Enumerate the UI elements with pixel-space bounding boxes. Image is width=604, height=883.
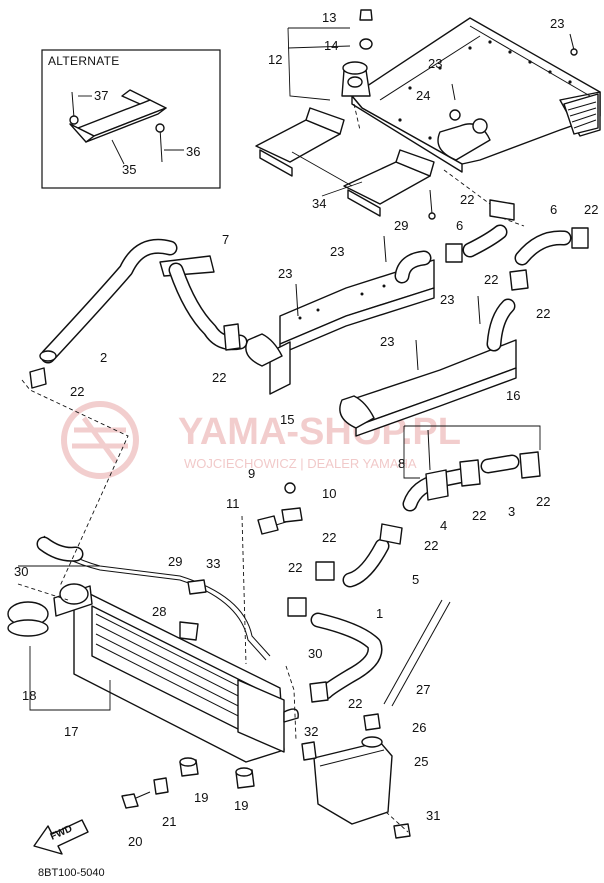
callout-22-e: 22 (70, 384, 84, 399)
callout-7: 7 (222, 232, 229, 247)
fwd-arrow-icon: FWD (33, 819, 89, 855)
callout-26: 26 (412, 720, 426, 735)
callout-19-a: 19 (194, 790, 208, 805)
callout-14: 14 (324, 38, 338, 53)
hoses-6 (445, 199, 589, 291)
callout-8: 8 (398, 456, 405, 471)
callout-25: 25 (414, 754, 428, 769)
callout-23-b: 23 (428, 56, 442, 71)
callout-1: 1 (376, 606, 383, 621)
watermark-title: YAMA-SHOP.PL (178, 411, 461, 453)
callout-29-b: 29 (168, 554, 182, 569)
callout-3: 3 (508, 504, 515, 519)
hose-5 (342, 523, 403, 588)
callout-36: 36 (186, 144, 200, 159)
bracket-34 (255, 107, 436, 220)
callout-16: 16 (506, 388, 520, 403)
callout-22-i: 22 (424, 538, 438, 553)
callout-33: 33 (206, 556, 220, 571)
callout-5: 5 (412, 572, 419, 587)
callout-9: 9 (248, 466, 255, 481)
hose-2 (39, 238, 248, 364)
callout-34: 34 (312, 196, 326, 211)
callout-22-g: 22 (472, 508, 486, 523)
callout-23-a: 23 (550, 16, 564, 31)
tube-27 (383, 599, 451, 707)
callout-13: 13 (322, 10, 336, 25)
callout-37: 37 (94, 88, 108, 103)
callout-24: 24 (416, 88, 430, 103)
callout-11: 11 (226, 496, 240, 511)
callout-20: 20 (128, 834, 142, 849)
callout-22-a: 22 (460, 192, 474, 207)
radiator-cap-18 (7, 601, 49, 637)
heat-exchanger-15 (245, 235, 435, 395)
callout-15: 15 (280, 412, 294, 427)
bolt-20 (121, 777, 169, 809)
callout-18: 18 (22, 688, 36, 703)
callout-12: 12 (268, 52, 282, 67)
alternate-box: ALTERNATE (41, 49, 221, 189)
callout-23-c: 23 (330, 244, 344, 259)
callout-31: 31 (426, 808, 440, 823)
callout-22-j: 22 (322, 530, 336, 545)
callout-23-d: 23 (278, 266, 292, 281)
watermark-subtitle: WOJCIECHOWICZ | DEALER YAMAHA (184, 456, 417, 471)
callout-6-b: 6 (550, 202, 557, 217)
radiator-17 (53, 583, 299, 763)
callout-23-e: 23 (440, 292, 454, 307)
callout-23-f: 23 (380, 334, 394, 349)
callout-22-h: 22 (536, 494, 550, 509)
callout-28: 28 (152, 604, 166, 619)
watermark: YAMA-SHOP.PL WOJCIECHOWICZ | DEALER YAMA… (61, 401, 461, 479)
alternate-label: ALTERNATE (48, 54, 120, 68)
callout-22-d: 22 (536, 306, 550, 321)
overflow-hose (36, 535, 271, 661)
heat-exchanger-16 (339, 295, 517, 437)
pipe-4 (402, 429, 541, 512)
hose-1 (309, 612, 383, 703)
callout-6-a: 6 (456, 218, 463, 233)
callout-22-f: 22 (212, 370, 226, 385)
callout-17: 17 (64, 724, 78, 739)
callout-10: 10 (322, 486, 336, 501)
dampers-19 (179, 757, 255, 789)
thermo-switch-11 (257, 482, 303, 535)
callout-30-b: 30 (308, 646, 322, 661)
callout-labels: 13 14 12 23 23 24 37 36 35 34 29 22 6 6 … (14, 10, 598, 849)
callout-19-b: 19 (234, 798, 248, 813)
callout-4: 4 (440, 518, 447, 533)
callout-22-c: 22 (484, 272, 498, 287)
callout-27: 27 (416, 682, 430, 697)
radiator-cover (341, 9, 601, 173)
leader-lines (17, 27, 541, 833)
reservoir-tank-25 (301, 713, 411, 839)
diagram-code: 8BT100-5040 (38, 867, 105, 879)
callout-2: 2 (100, 350, 107, 365)
callout-32: 32 (304, 724, 318, 739)
callout-35: 35 (122, 162, 136, 177)
clamps-22 (29, 367, 335, 617)
callout-30-a: 30 (14, 564, 28, 579)
callout-22-b: 22 (584, 202, 598, 217)
callout-22-l: 22 (348, 696, 362, 711)
callout-21: 21 (162, 814, 176, 829)
callout-29-a: 29 (394, 218, 408, 233)
callout-22-k: 22 (288, 560, 302, 575)
